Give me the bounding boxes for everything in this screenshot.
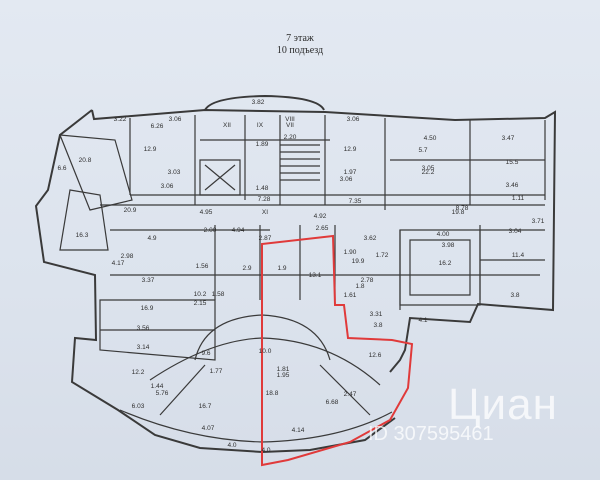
room-label: 3.22 bbox=[114, 116, 127, 123]
room-label: 1.58 bbox=[212, 291, 225, 298]
room-label: XI bbox=[262, 209, 268, 216]
room-label: 3.47 bbox=[502, 135, 515, 142]
room-label: 1.89 bbox=[256, 141, 269, 148]
room-label: 5.7 bbox=[418, 147, 427, 154]
room-label: 2.20 bbox=[284, 134, 297, 141]
room-label: 2.9 bbox=[242, 265, 251, 272]
room-label: 2.65 bbox=[316, 225, 329, 232]
room-label: 6.6 bbox=[57, 165, 66, 172]
room-label: 2.78 bbox=[361, 277, 374, 284]
room-label: 6.68 bbox=[326, 399, 339, 406]
room-label: IX bbox=[257, 122, 264, 129]
floor-title: 7 этаж bbox=[286, 33, 314, 44]
room-label: 20.9 bbox=[124, 207, 137, 214]
room-label: 1.97 bbox=[344, 169, 357, 176]
room-label: 1.90 bbox=[344, 249, 357, 256]
room-label: 1.48 bbox=[256, 185, 269, 192]
room-label: 1.95 bbox=[277, 372, 290, 379]
room-label: 3.8 bbox=[373, 322, 382, 329]
room-label: 3.98 bbox=[442, 242, 455, 249]
watermark-logo: Циан bbox=[448, 380, 558, 429]
room-label: 4.95 bbox=[200, 209, 213, 216]
room-label: 3.06 bbox=[161, 183, 174, 190]
room-label: 3.06 bbox=[340, 176, 353, 183]
room-label: 22.2 bbox=[422, 169, 435, 176]
room-label: 4.1 bbox=[418, 317, 427, 324]
room-label: 2.87 bbox=[259, 235, 272, 242]
room-label: 3.56 bbox=[137, 325, 150, 332]
room-label: 4.0 bbox=[261, 447, 270, 454]
room-label: VIII bbox=[285, 116, 295, 123]
room-label: 1.61 bbox=[344, 292, 357, 299]
room-label: 4.17 bbox=[112, 260, 125, 267]
room-label: 8.78 bbox=[456, 205, 469, 212]
room-label: 18.8 bbox=[266, 390, 279, 397]
room-label: 1.81 bbox=[277, 366, 290, 373]
room-label: 2.98 bbox=[121, 253, 134, 260]
room-label: 6.03 bbox=[132, 403, 145, 410]
highlighted-apartment-outline bbox=[261, 234, 414, 467]
entrance-title: 10 подъезд bbox=[276, 45, 324, 56]
room-label: 1.9 bbox=[277, 265, 286, 272]
room-label: 3.37 bbox=[142, 277, 155, 284]
room-label: 16.2 bbox=[439, 260, 452, 267]
room-label: 10.0 bbox=[259, 348, 272, 355]
room-label: 11.4 bbox=[512, 252, 525, 259]
room-label: 10.2 bbox=[194, 291, 207, 298]
room-label: 3.06 bbox=[347, 116, 360, 123]
room-label: 3.31 bbox=[370, 311, 383, 318]
room-label: 1.72 bbox=[376, 252, 389, 259]
room-label: 4.94 bbox=[232, 227, 245, 234]
room-label: 12.9 bbox=[144, 146, 157, 153]
room-label: VII bbox=[286, 122, 294, 129]
room-label: 13.1 bbox=[309, 272, 322, 279]
room-label: 16.3 bbox=[76, 232, 89, 239]
room-label: 5.76 bbox=[156, 390, 169, 397]
room-label: 3.8 bbox=[510, 292, 519, 299]
room-label: 16.9 bbox=[141, 305, 154, 312]
room-label: 2.15 bbox=[194, 300, 207, 307]
room-label: 1.8 bbox=[355, 283, 364, 290]
room-label: 12.6 bbox=[369, 352, 382, 359]
room-label: 4.00 bbox=[437, 231, 450, 238]
room-label: 1.77 bbox=[210, 368, 223, 375]
room-label: 4.14 bbox=[292, 427, 305, 434]
room-label: 2.47 bbox=[344, 391, 357, 398]
room-label: 4.92 bbox=[314, 213, 327, 220]
room-label: 3.82 bbox=[252, 99, 265, 106]
room-label: 12.9 bbox=[344, 146, 357, 153]
room-label: 3.14 bbox=[137, 344, 150, 351]
room-label: 7.28 bbox=[258, 196, 271, 203]
room-label: 1.56 bbox=[196, 263, 209, 270]
room-label: 6.26 bbox=[151, 123, 164, 130]
room-label: 3.62 bbox=[364, 235, 377, 242]
room-label: 3.71 bbox=[532, 218, 545, 225]
room-label: 20.8 bbox=[79, 157, 92, 164]
room-label: 16.7 bbox=[199, 403, 212, 410]
room-label: 12.2 bbox=[132, 369, 145, 376]
room-label: 1.44 bbox=[151, 383, 164, 390]
room-label: 1.11 bbox=[512, 195, 525, 202]
room-label: 2.00 bbox=[204, 227, 217, 234]
room-label: 19.8 bbox=[452, 209, 465, 216]
room-label: 15.5 bbox=[506, 159, 519, 166]
room-label: XII bbox=[223, 122, 231, 129]
watermark-id: ID 307595461 bbox=[368, 423, 494, 445]
room-label: 3.06 bbox=[169, 116, 182, 123]
room-label: 3.03 bbox=[168, 169, 181, 176]
room-label: 19.9 bbox=[352, 258, 365, 265]
room-label: 4.0 bbox=[227, 442, 236, 449]
room-label: 3.04 bbox=[509, 228, 522, 235]
room-label: 7.35 bbox=[349, 198, 362, 205]
room-label: 4.9 bbox=[147, 235, 156, 242]
room-label: 3.05 bbox=[422, 165, 435, 172]
room-label: 4.07 bbox=[202, 425, 215, 432]
room-label: 4.50 bbox=[424, 135, 437, 142]
room-label: 3.46 bbox=[506, 182, 519, 189]
room-label: 9.6 bbox=[201, 350, 210, 357]
